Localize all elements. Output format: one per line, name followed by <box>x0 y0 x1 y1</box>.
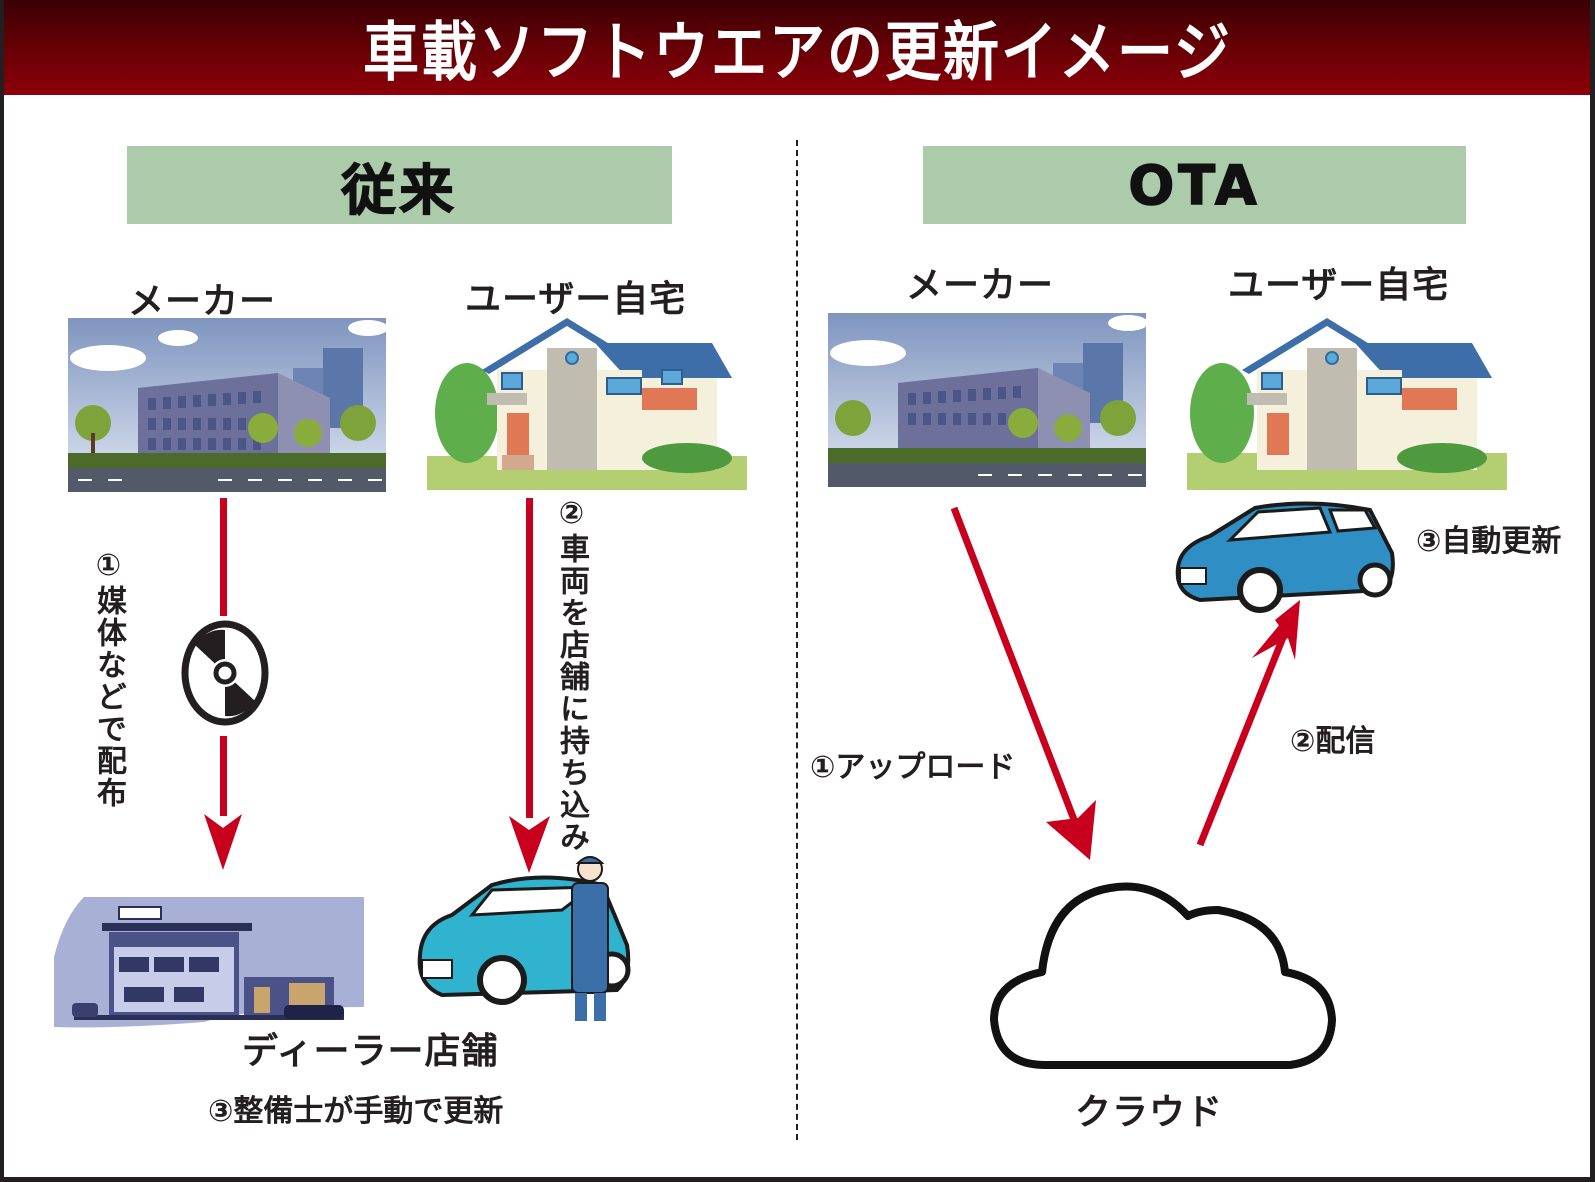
dealer-label: ディーラー店舗 <box>242 1031 499 1072</box>
factory-building-icon <box>68 318 386 492</box>
title-bar: 車載ソフトウエアの更新イメージ <box>0 0 1595 95</box>
house-icon <box>427 318 747 490</box>
ota-banner: OTA <box>923 146 1466 224</box>
section-divider <box>796 140 798 1140</box>
traditional-step2-label: ②車両を店舗に持ち込み <box>554 496 589 853</box>
ota-step3-label: ③自動更新 <box>1416 524 1562 559</box>
bring-car-arrow <box>500 498 560 878</box>
delivery-arrow <box>1180 600 1310 850</box>
traditional-heading: 従来 <box>341 158 458 223</box>
traditional-banner: 従来 <box>127 146 672 224</box>
ota-step2-label: ②配信 <box>1290 724 1376 759</box>
dealer-showroom-icon <box>54 897 364 1029</box>
car-with-mechanic-icon <box>412 855 652 1025</box>
ota-step1-label: ①アップロード <box>810 750 1016 785</box>
car-icon <box>1170 498 1410 618</box>
ota-heading: OTA <box>1128 153 1261 218</box>
ota-home-label: ユーザー自宅 <box>1228 265 1450 306</box>
traditional-maker-label: メーカー <box>128 281 277 322</box>
upload-arrow <box>930 500 1130 860</box>
ota-maker-label: メーカー <box>906 265 1055 306</box>
traditional-home-label: ユーザー自宅 <box>465 279 687 320</box>
traditional-step1-label: ①媒体などで配布 <box>91 548 126 809</box>
page-title: 車載ソフトウエアの更新イメージ <box>363 15 1232 91</box>
cloud-icon <box>990 880 1340 1080</box>
factory-building-icon <box>828 313 1146 487</box>
distribution-arrow <box>190 498 260 878</box>
cd-disc-icon <box>180 620 270 726</box>
traditional-step3-label: ③整備士が手動で更新 <box>208 1094 504 1129</box>
cloud-label: クラウド <box>1075 1092 1224 1133</box>
house-icon <box>1187 318 1507 490</box>
